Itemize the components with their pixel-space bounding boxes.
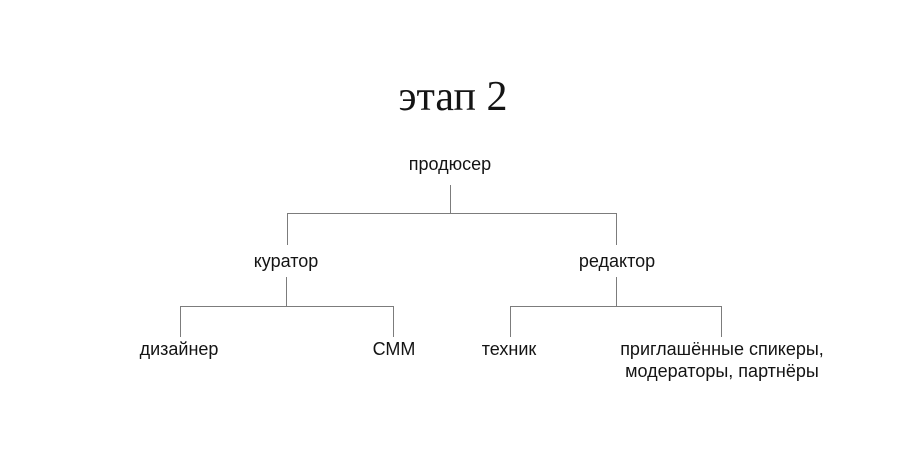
connector-curator-drop-left — [180, 306, 181, 337]
node-invited-speakers: приглашённые спикеры, модераторы, партнё… — [620, 339, 824, 381]
connector-root-bar — [287, 213, 617, 214]
node-technician: техник — [481, 339, 537, 359]
connector-curator-bar — [180, 306, 394, 307]
node-curator: куратор — [253, 251, 319, 271]
node-designer: дизайнер — [139, 339, 219, 359]
node-smm: СММ — [372, 339, 416, 359]
connector-editor-bar — [510, 306, 722, 307]
connector-editor-drop-right — [721, 306, 722, 337]
connector-root-drop-right — [616, 213, 617, 245]
connector-curator-stem — [286, 277, 287, 307]
page-title: этап 2 — [398, 74, 508, 120]
connector-curator-drop-right — [393, 306, 394, 337]
connector-root-stem — [450, 185, 451, 214]
node-producer: продюсер — [408, 154, 492, 174]
connector-editor-stem — [616, 277, 617, 307]
connector-editor-drop-left — [510, 306, 511, 337]
node-editor: редактор — [578, 251, 656, 271]
connector-root-drop-left — [287, 213, 288, 245]
